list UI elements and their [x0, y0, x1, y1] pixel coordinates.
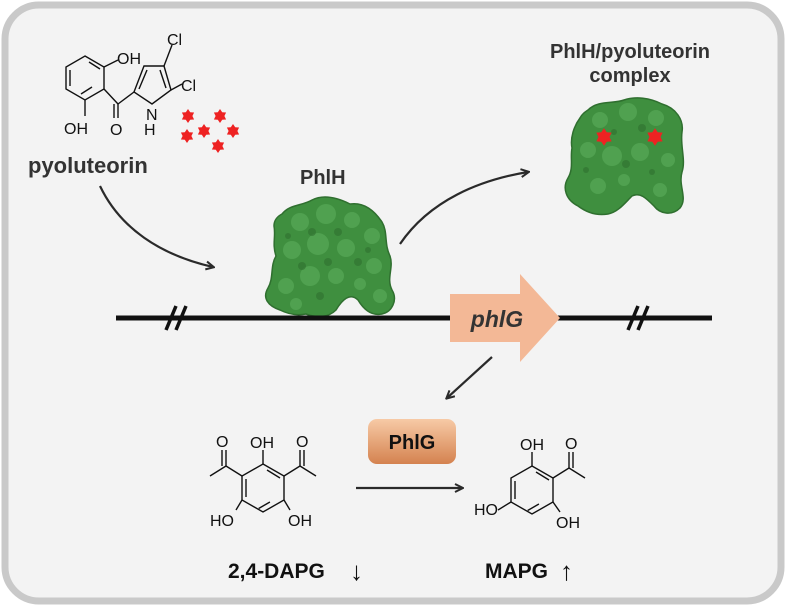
dapg-o-right: O [296, 434, 308, 451]
pyoluteorin-structure: OH OH O N H Cl Cl [64, 32, 196, 139]
pyo-h: H [144, 122, 156, 139]
dna-strand [116, 305, 712, 331]
mapg-o: O [565, 436, 577, 453]
mapg-label: MAPG [485, 560, 548, 583]
pyo-cl-top: Cl [167, 32, 182, 49]
pyo-n: N [146, 107, 158, 124]
mapg-up-arrow-icon: ↑ [560, 556, 573, 586]
dapg-ho-left: HO [210, 513, 234, 530]
dapg-down-arrow-icon: ↓ [350, 556, 363, 586]
phlh-protein [264, 196, 396, 318]
dapg-structure: OH O O HO OH [209, 434, 317, 530]
phlg-gene-label: phlG [470, 306, 523, 332]
mapg-ho: HO [474, 502, 498, 519]
dapg-oh-top: OH [250, 435, 274, 452]
phlh-label: PhlH [300, 167, 346, 189]
mapg-structure: OH O HO OH [474, 436, 586, 532]
complex-label-line2: complex [589, 65, 670, 87]
pyo-cl-right: Cl [181, 78, 196, 95]
dapg-oh-right: OH [288, 513, 312, 530]
dapg-o-left: O [216, 434, 228, 451]
pyo-carbonyl-o: O [110, 122, 122, 139]
pyo-oh-top: OH [117, 51, 141, 68]
phlg-enzyme-label: PhlG [389, 432, 436, 454]
pyo-oh-bottom: OH [64, 121, 88, 138]
phlh-pyoluteorin-complex [564, 97, 685, 216]
dapg-label: 2,4-DAPG [228, 560, 325, 583]
pyoluteorin-label: pyoluteorin [28, 153, 148, 178]
dna-break-mark-left [164, 305, 178, 331]
mapg-oh-right: OH [556, 515, 580, 532]
phlg-gene: phlG [450, 274, 560, 362]
dna-break-mark-right [626, 305, 640, 331]
binding-arrow [99, 185, 213, 267]
phlg-enzyme-box: PhlG [368, 419, 456, 464]
mapg-oh-top: OH [520, 437, 544, 454]
complex-label-line1: PhlH/pyoluteorin [550, 41, 710, 63]
expression-arrow [447, 356, 493, 398]
complex-formation-arrow [399, 172, 528, 245]
